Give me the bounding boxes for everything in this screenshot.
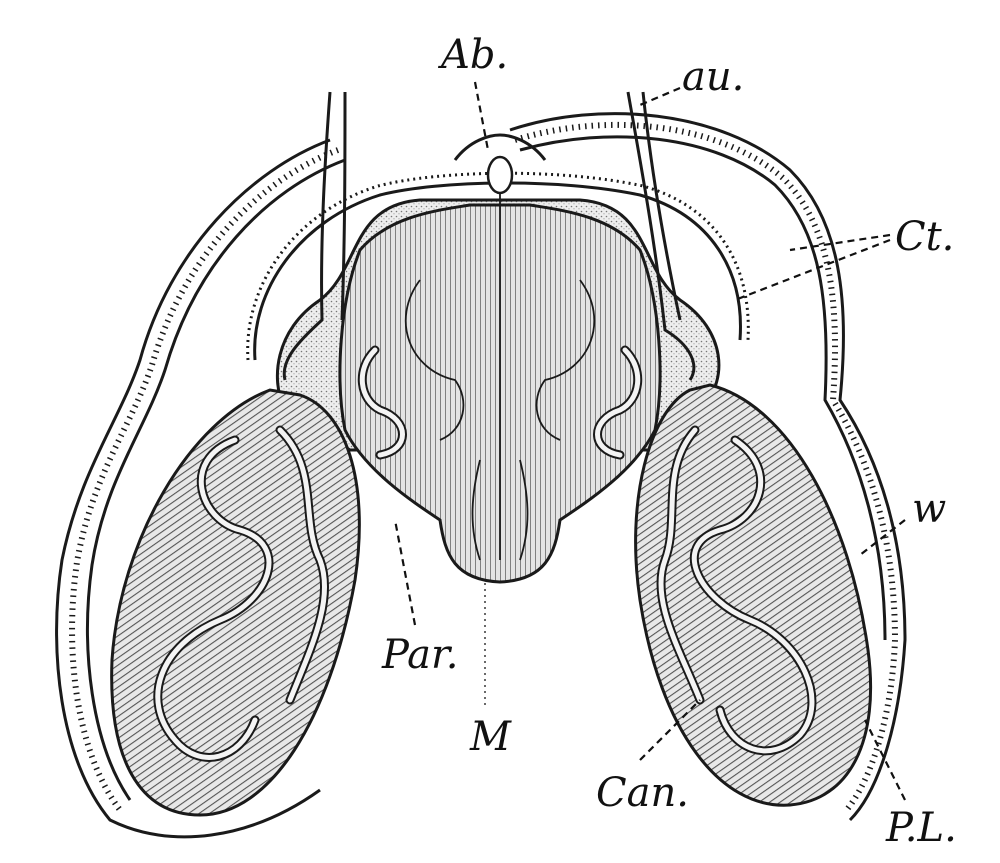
leader-lines: [393, 81, 906, 801]
au-leader: [639, 86, 681, 107]
label-au: au.: [682, 54, 744, 100]
par-leader: [393, 519, 417, 626]
auricles: [282, 91, 696, 381]
right-lateral-lobe: [634, 383, 873, 807]
pl-leader: [864, 719, 906, 801]
can-leader: [639, 699, 701, 761]
paragastric-canals: [357, 345, 643, 460]
label-m: M: [469, 714, 512, 760]
ct-leader-lower: [734, 238, 891, 302]
aboral-sense-organ: [453, 133, 547, 230]
label-can: Can.: [596, 770, 689, 816]
ct-leader-upper: [789, 233, 891, 252]
left-outer-lobe: [55, 138, 346, 839]
stomach: [338, 203, 662, 584]
left-lateral-lobe: [110, 388, 361, 817]
label-ab: Ab.: [437, 32, 508, 78]
right-outer-lobe: [509, 112, 907, 822]
label-ct: Ct.: [895, 214, 954, 260]
label-pl: P.L.: [885, 805, 957, 851]
labels: Ab. au. Ct. w Par. M Can. P.L.: [381, 32, 957, 851]
w-leader: [859, 519, 906, 556]
label-w: w: [912, 486, 946, 532]
label-par: Par.: [381, 632, 458, 678]
